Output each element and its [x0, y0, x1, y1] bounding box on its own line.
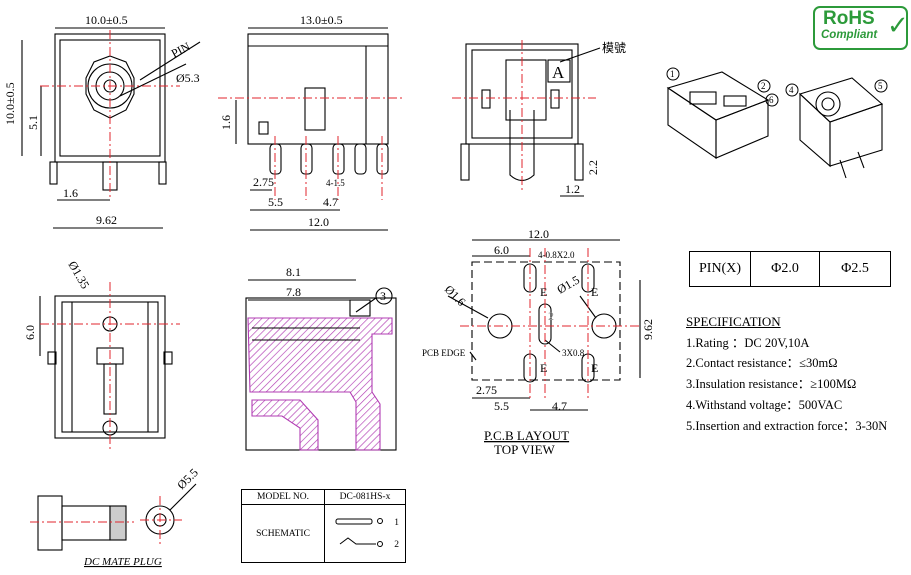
rohs-line2: Compliant: [821, 29, 878, 41]
pcb-label-edge: PCB EDGE: [422, 348, 466, 358]
pcb-dim-a: 6.0: [494, 243, 509, 257]
side-dim-total: 12.0: [308, 215, 329, 229]
rear-letter: A: [552, 63, 565, 82]
section-dim-a: 8.1: [286, 265, 301, 279]
section-callout: 3: [380, 289, 386, 303]
model-h2: DC-081HS-x: [324, 489, 406, 505]
front-dim-center: 5.1: [26, 115, 40, 130]
pcb-subtitle: TOP VIEW: [494, 442, 556, 457]
plug-dim: Ø5.5: [174, 465, 201, 492]
pcb-mark-e2: E: [591, 285, 598, 299]
section-dim-b: 7.8: [286, 285, 301, 299]
bottom-dim-height: 6.0: [23, 325, 37, 340]
rear-dim-a: 2.2: [586, 160, 600, 175]
pcb-dim-d: 4.7: [552, 399, 567, 413]
callout-1: 1: [670, 69, 675, 79]
rear-view: [460, 43, 601, 197]
side-dim-a: 2.75: [253, 175, 274, 189]
isometric-callouts: [666, 67, 888, 107]
pcb-slot: 4-0.8X2.0: [538, 250, 575, 260]
pin-col2: Φ2.0: [750, 251, 820, 287]
pcb-mark-e1: E: [540, 285, 547, 299]
rear-label-mold: 模號: [602, 41, 626, 55]
section-view: [245, 279, 397, 451]
rear-view-centerlines: [452, 40, 596, 190]
model-table: MODEL NO. DC-081HS-x SCHEMATIC 1 2: [241, 489, 406, 563]
plug-centerlines: [30, 496, 182, 546]
callout-5: 5: [878, 81, 883, 91]
front-label-pin: PIN: [169, 39, 193, 61]
pcb-mark-e4: E: [591, 361, 598, 375]
pcb-dim-c: 5.5: [494, 399, 509, 413]
bottom-view-centerlines: [40, 282, 180, 450]
spec-item-3: 3.Insulation resistance：≥100MΩ: [686, 377, 857, 391]
pcb-dim-height: 9.62: [641, 319, 655, 340]
pcb-mark-e3: E: [540, 361, 547, 375]
plug-label: DC MATE PLUG: [83, 556, 162, 568]
side-dim-height: 1.6: [219, 115, 233, 130]
schematic-pin-2: 2: [394, 539, 399, 550]
front-view-centerlines: [40, 30, 180, 200]
side-dim-length: 13.0±0.5: [300, 13, 343, 27]
callout-2: 2: [761, 81, 766, 91]
side-view-centerlines: [218, 97, 402, 200]
pcb-dim-hole2: Ø1.5: [555, 273, 583, 297]
schematic-pin-1: 1: [394, 517, 399, 528]
front-dim-pin-offset: 1.6: [63, 186, 78, 200]
isometric-views: [666, 71, 884, 179]
front-dim-width: 10.0±0.5: [85, 13, 128, 27]
pin-col3: Φ2.5: [819, 251, 891, 287]
side-dim-d: 4.7: [323, 195, 338, 209]
callout-4: 4: [789, 85, 794, 95]
front-dim-pin-span: 9.62: [96, 213, 117, 227]
pcb-layout: [447, 239, 641, 411]
bottom-view: [39, 295, 173, 439]
bottom-dim-hole: Ø1.35: [65, 259, 92, 292]
pin-table: PIN(X) Φ2.0 Φ2.5: [689, 251, 891, 287]
dc-mate-plug: [37, 483, 197, 551]
pcb-centerlines: [460, 248, 640, 400]
rear-dim-b: 1.2: [565, 182, 580, 196]
side-dim-c: 5.5: [268, 195, 283, 209]
pcb-dim-b: 2.75: [476, 383, 497, 397]
pcb-title: P.C.B LAYOUT: [484, 428, 569, 443]
callout-6: 6: [769, 95, 774, 105]
pcb-slot2: 3X0.8: [562, 348, 585, 358]
front-label-dia: Ø5.3: [176, 71, 200, 85]
model-row-label: SCHEMATIC: [241, 504, 325, 563]
check-icon: ✓: [887, 11, 909, 41]
pcb-mark-2: 2: [548, 309, 554, 323]
pcb-dim-width: 12.0: [528, 227, 549, 241]
rohs-badge: RoHS Compliant ✓: [813, 6, 909, 50]
side-view: [235, 27, 389, 231]
spec-item-2: 2.Contact resistance：≤30mΩ: [686, 356, 838, 370]
front-dim-height: 10.0±0.5: [3, 82, 17, 125]
model-h1: MODEL NO.: [241, 489, 325, 505]
spec-item-4: 4.Withstand voltage：500VAC: [686, 398, 843, 412]
side-dim-b: 4-1.5: [326, 178, 345, 188]
spec-item-1: 1.Rating ：DC 20V,10A: [686, 336, 810, 350]
pin-col1: PIN(X): [689, 251, 751, 287]
rohs-line1: RoHS: [823, 8, 875, 29]
spec-title: SPECIFICATION: [686, 314, 781, 329]
spec-item-5: 5.Insertion and extraction force：3-30N: [686, 419, 888, 433]
